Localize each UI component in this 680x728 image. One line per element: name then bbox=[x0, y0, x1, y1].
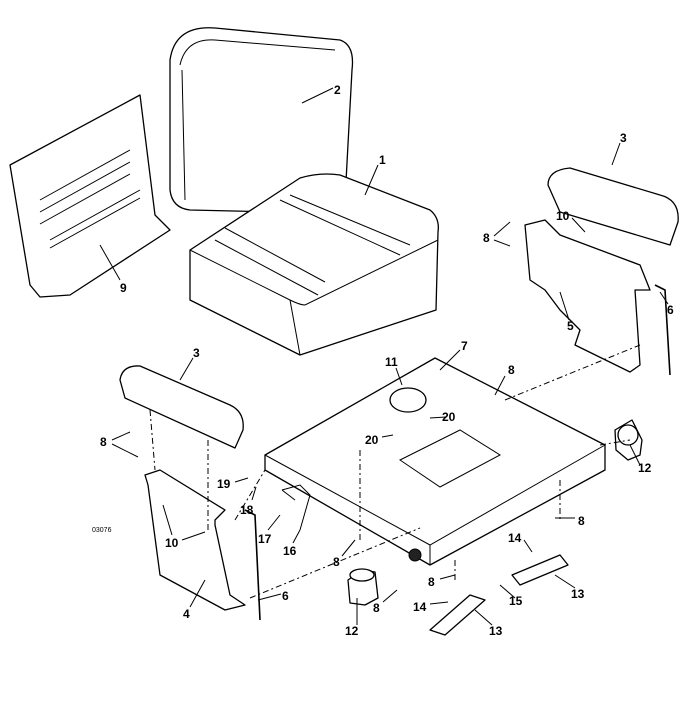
callout-1: 1 bbox=[379, 153, 386, 167]
armrest-right-part bbox=[547, 167, 679, 246]
callout-16: 16 bbox=[283, 544, 297, 558]
swivel-part bbox=[389, 387, 427, 413]
callout-2: 2 bbox=[334, 83, 341, 97]
callout-9: 9 bbox=[120, 281, 127, 295]
drawing-number: 03076 bbox=[92, 527, 112, 534]
clip-part bbox=[281, 484, 311, 531]
callout-13-left: 13 bbox=[489, 624, 503, 638]
callout-12-left: 12 bbox=[345, 624, 359, 638]
callout-18: 18 bbox=[240, 503, 254, 517]
callout-6-right: 6 bbox=[667, 303, 674, 317]
callout-8: 8 bbox=[100, 435, 107, 449]
callout-5: 5 bbox=[567, 319, 574, 333]
callout-8: 8 bbox=[428, 575, 435, 589]
callout-15: 15 bbox=[509, 594, 523, 608]
pivot-left-part bbox=[429, 594, 486, 636]
callout-14-left: 14 bbox=[413, 600, 427, 614]
callout-10-left: 10 bbox=[165, 536, 179, 550]
pivot-right-part bbox=[511, 554, 569, 586]
back-bracket-part bbox=[9, 94, 171, 298]
callouts: 2 1 3 9 10 8 5 6 7 11 8 20 20 3 8 19 18 … bbox=[92, 83, 674, 638]
left-bracket-part bbox=[144, 469, 246, 611]
seat-back-part bbox=[169, 27, 354, 214]
callout-17: 17 bbox=[258, 532, 272, 546]
callout-11: 11 bbox=[385, 355, 398, 369]
callout-8: 8 bbox=[333, 555, 340, 569]
rod-right-part bbox=[654, 284, 671, 376]
callout-10-right: 10 bbox=[556, 209, 570, 223]
base-plate-part bbox=[264, 357, 606, 566]
callout-14-right: 14 bbox=[508, 531, 522, 545]
leader-lines bbox=[99, 87, 669, 626]
callout-3-right: 3 bbox=[620, 131, 627, 145]
callout-6-left: 6 bbox=[282, 589, 289, 603]
right-bracket-part bbox=[524, 219, 651, 373]
callout-13-right: 13 bbox=[571, 587, 585, 601]
bushing-left-part bbox=[347, 568, 379, 606]
bushing-right-part bbox=[614, 419, 643, 461]
callout-8: 8 bbox=[578, 514, 585, 528]
callout-19: 19 bbox=[217, 477, 231, 491]
seat-cushion-part bbox=[189, 173, 439, 356]
callout-20: 20 bbox=[365, 433, 379, 447]
callout-3-left: 3 bbox=[193, 346, 200, 360]
callout-8: 8 bbox=[373, 601, 380, 615]
armrest-left-part bbox=[119, 365, 244, 449]
assembly-lines bbox=[149, 344, 641, 599]
callout-4: 4 bbox=[183, 607, 190, 621]
callout-8: 8 bbox=[483, 231, 490, 245]
callout-12-right: 12 bbox=[638, 461, 652, 475]
rod-left-part bbox=[244, 509, 261, 621]
callout-20: 20 bbox=[442, 410, 456, 424]
callout-7: 7 bbox=[461, 339, 468, 353]
callout-8: 8 bbox=[508, 363, 515, 377]
